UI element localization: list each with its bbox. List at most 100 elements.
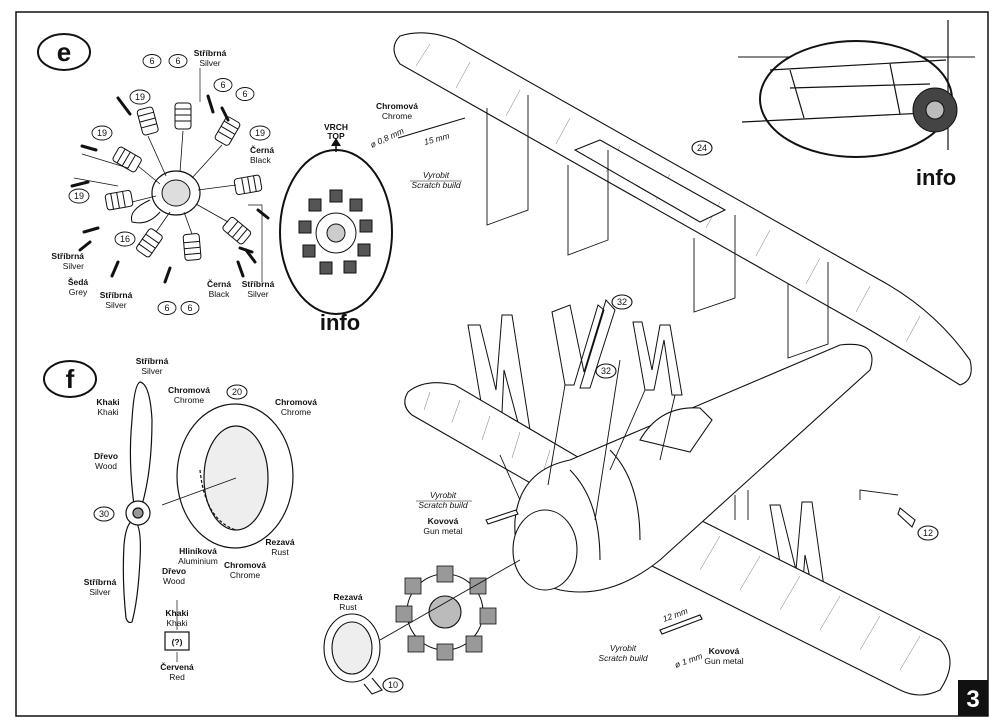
- cockpit-canopy: [639, 407, 713, 453]
- color-label-en: Gun metal: [423, 526, 462, 536]
- part-number-20-ring: [226, 384, 248, 400]
- top-label-cz: VRCH: [324, 122, 348, 132]
- color-label-en: Black: [250, 155, 272, 165]
- cylinder: [104, 190, 134, 211]
- gun-rod: [659, 614, 703, 635]
- lower-wing-right-ribs: [699, 535, 921, 671]
- page-frame: [15, 11, 989, 717]
- engine-view-ellipse: [279, 149, 393, 315]
- color-label-en: Khaki: [97, 407, 118, 417]
- part-number-10-ring: [382, 677, 404, 693]
- color-label-cz: Kovová: [428, 516, 459, 526]
- engine-crankcase: [130, 170, 201, 224]
- step-f-letter: f: [66, 364, 75, 394]
- exhaust-ring: [323, 613, 383, 695]
- cylinder: [233, 174, 263, 195]
- top-label-en: TOP: [327, 131, 345, 141]
- engine-top-view-info: VRCH TOP info: [279, 122, 393, 335]
- wire-rod: [397, 117, 466, 139]
- color-label-en: Aluminium: [178, 556, 218, 566]
- part-number-19: 19: [255, 128, 265, 138]
- cowling-front: [512, 509, 578, 591]
- top-arrow-head: [331, 138, 341, 146]
- part-number-10: 10: [388, 680, 398, 690]
- part-number-6: 6: [175, 56, 180, 66]
- radial-engine: [379, 559, 521, 661]
- color-label-en: Grey: [69, 287, 88, 297]
- step-f-propeller-assembly: f 30 Stříbrná Silver Khaki Khaki Dřevo W…: [43, 356, 317, 682]
- color-label-en: Gun metal: [704, 656, 743, 666]
- color-label-cz: Rezavá: [333, 592, 363, 602]
- color-label-cz: Stříbrná: [51, 251, 84, 261]
- engine-pushrods: [70, 94, 270, 284]
- part-number-19: 19: [135, 92, 145, 102]
- color-label-cz: Šedá: [68, 276, 89, 287]
- part-number-12-ring: [917, 525, 939, 541]
- color-label-cz: Stříbrná: [84, 577, 117, 587]
- part-number-30: 30: [99, 509, 109, 519]
- part-number-30-ring: [93, 506, 115, 522]
- part-number-6: 6: [164, 303, 169, 313]
- color-label-cz: Hliníková: [179, 546, 217, 556]
- part-number-32-ring: [595, 363, 617, 379]
- part-number-24-ring: [691, 140, 713, 156]
- color-label-cz: Dřevo: [162, 566, 186, 576]
- part-number-32: 32: [617, 297, 627, 307]
- part-number-16: 16: [120, 234, 130, 244]
- color-label-cz: Chromová: [376, 101, 418, 111]
- scratch-label-cz: Vyrobit: [423, 170, 450, 180]
- cowl-ring: [176, 403, 294, 549]
- color-label-cz: Stříbrná: [136, 356, 169, 366]
- page-number: 3: [966, 686, 979, 713]
- color-label-en: Silver: [63, 261, 84, 271]
- part-12-piece: [897, 507, 916, 528]
- part-number-19: 19: [74, 191, 84, 201]
- color-label-en: Chrome: [174, 395, 205, 405]
- color-label-en: Silver: [89, 587, 110, 597]
- color-label-en: Silver: [247, 289, 268, 299]
- aircraft-assembly: 24 32 32: [323, 32, 972, 696]
- assembly-leaders: [499, 359, 899, 521]
- color-label-en: Rust: [339, 602, 357, 612]
- color-label-en: Silver: [199, 58, 220, 68]
- color-label-en: Wood: [95, 461, 117, 471]
- unknown-color-box: [164, 631, 190, 651]
- scratch-label-en: Scratch build: [411, 180, 460, 190]
- step-e-letter: e: [57, 37, 71, 67]
- cylinder: [174, 102, 192, 130]
- step-e-badge: [37, 33, 91, 71]
- cylinder: [136, 106, 159, 136]
- part-number-6: 6: [220, 80, 225, 90]
- color-label-cz: Červená: [160, 661, 194, 672]
- color-label-cz: Černá: [250, 144, 274, 155]
- color-label-en: Silver: [105, 300, 126, 310]
- color-label-en: Chrome: [281, 407, 312, 417]
- color-label-cz: Černá: [207, 278, 231, 289]
- step-e-part-numbers: [68, 54, 271, 315]
- color-label-cz: Khaki: [96, 397, 119, 407]
- n-struts: [467, 299, 829, 621]
- dim-gun-dia: ø 1 mm: [673, 651, 703, 670]
- wing-strut-info-inset: info: [738, 20, 975, 190]
- scratch-label-en: Scratch build: [418, 500, 467, 510]
- color-label-cz: Chromová: [275, 397, 317, 407]
- gun-rod: [485, 509, 519, 525]
- step-e-engine-assembly: e: [37, 33, 275, 315]
- cylinder: [214, 116, 241, 146]
- part-number-20: 20: [232, 387, 242, 397]
- scratch-label-cz: Vyrobit: [430, 490, 457, 500]
- part-number-12: 12: [923, 528, 933, 538]
- info-label-inset: info: [916, 165, 956, 190]
- color-label-cz: Rezavá: [265, 537, 295, 547]
- color-label-cz: Chromová: [168, 385, 210, 395]
- color-label-cz: Dřevo: [94, 451, 118, 461]
- part-number-6: 6: [242, 89, 247, 99]
- propeller: [122, 381, 153, 624]
- scratch-label-en: Scratch build: [598, 653, 647, 663]
- part-number-19: 19: [97, 128, 107, 138]
- unknown-color-mark: (?): [172, 637, 183, 647]
- color-label-cz: Stříbrná: [242, 279, 275, 289]
- color-label-en: Rust: [271, 547, 289, 557]
- step-f-badge: [43, 360, 97, 398]
- wing-cutout: [573, 139, 727, 223]
